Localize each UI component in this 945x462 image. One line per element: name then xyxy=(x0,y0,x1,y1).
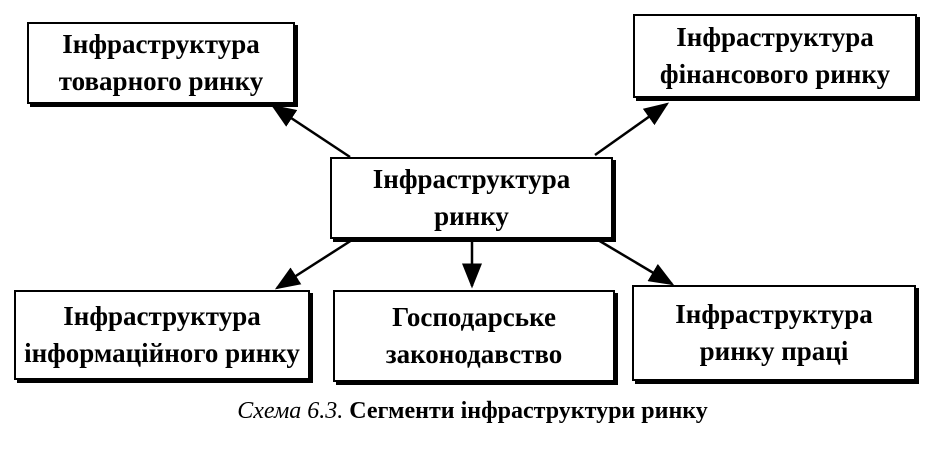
arrow-to-financial-market xyxy=(594,102,670,157)
arrow-to-information-market xyxy=(274,238,353,290)
arrow-to-goods-market xyxy=(270,104,351,159)
goods-market-infrastructure-box: Інфраструктура товарного ринку xyxy=(27,22,295,104)
figure-caption: Схема 6.3. Сегменти інфраструктури ринку xyxy=(0,398,945,425)
box-line: Інфраструктура xyxy=(63,301,261,331)
labor-market-infrastructure-box: Інфраструктура ринку праці xyxy=(632,285,916,381)
box-line: товарного ринку xyxy=(58,66,264,96)
box-line: фінансового ринку xyxy=(659,59,891,89)
box-line: ринку праці xyxy=(699,336,849,366)
box-line: Інфраструктура xyxy=(675,299,873,329)
information-market-infrastructure-box: Інфраструктура інформаційного ринку xyxy=(14,290,310,380)
arrow-to-labor-market xyxy=(597,238,675,286)
caption-label: Схема 6.3. xyxy=(237,398,344,424)
box-line: Інфраструктура xyxy=(62,29,260,59)
box-line: інформаційного ринку xyxy=(24,338,300,368)
box-line: Інфраструктура xyxy=(372,164,571,194)
market-infrastructure-center-box: Інфраструктура ринку xyxy=(330,157,613,239)
box-line: ринку xyxy=(434,201,509,231)
box-line: Інфраструктура xyxy=(676,22,874,52)
economic-legislation-box: Господарське законодавство xyxy=(333,290,615,382)
financial-market-infrastructure-box: Інфраструктура фінансового ринку xyxy=(633,14,917,98)
box-line: законодавство xyxy=(385,339,563,369)
caption-text: Сегменти інфраструктури ринку xyxy=(349,398,708,424)
box-line: Господарське xyxy=(392,302,556,332)
